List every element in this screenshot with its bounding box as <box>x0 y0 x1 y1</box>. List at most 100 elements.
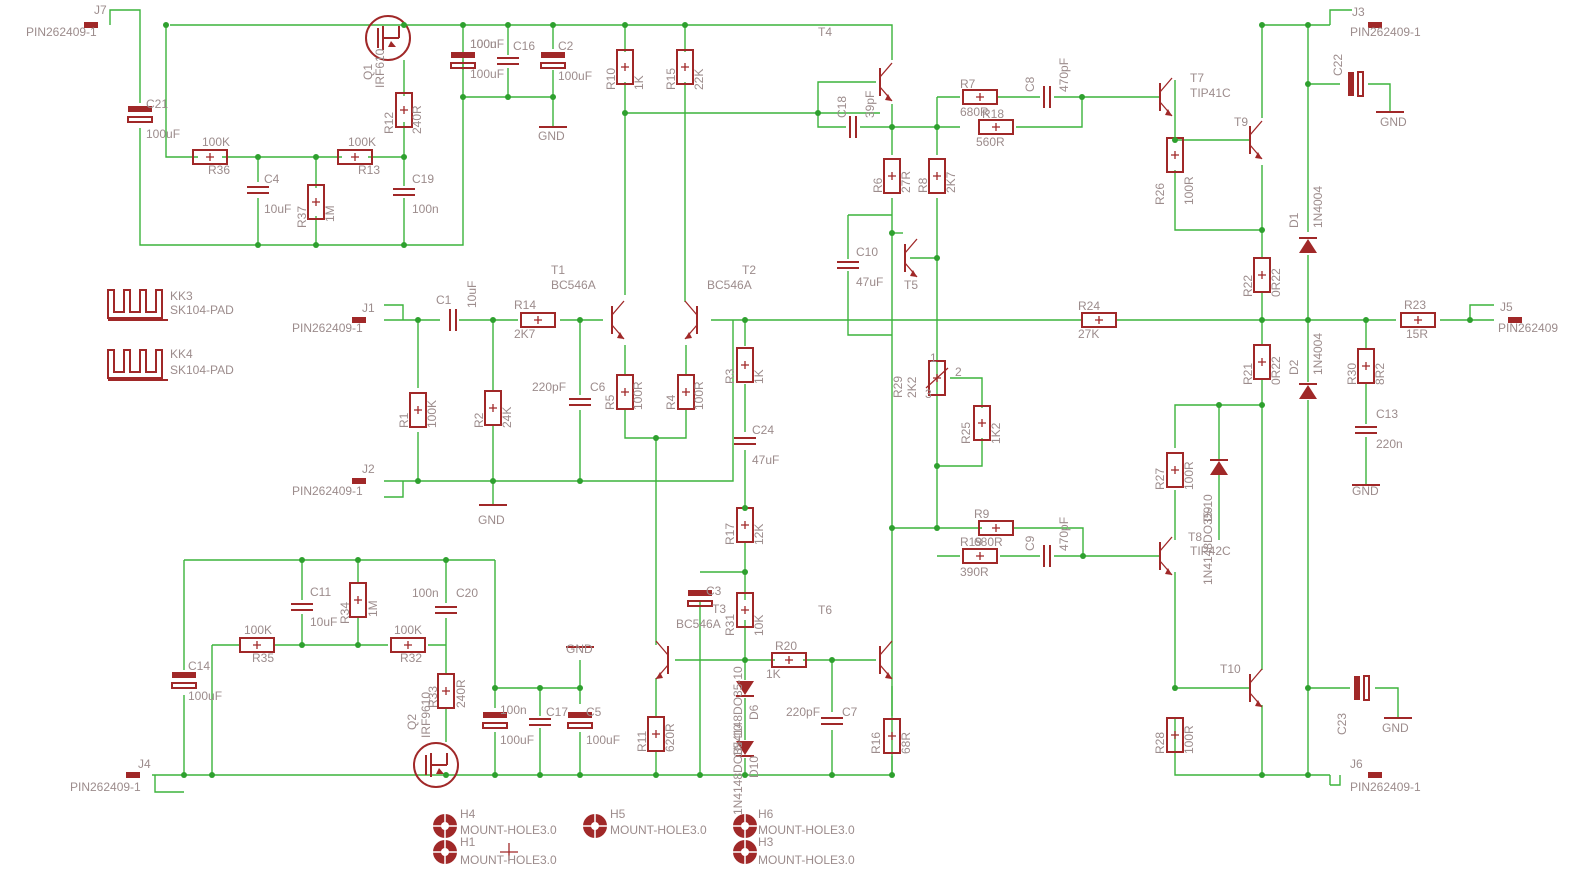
r8-value-label: 2K7 <box>944 171 958 193</box>
t7-value-label: TIP41C <box>1190 86 1231 100</box>
junction-dot <box>1305 81 1311 87</box>
c9-value-label: 470pF <box>1057 517 1071 551</box>
resistor-body <box>520 312 556 328</box>
resistor-body <box>1357 348 1375 384</box>
capacitor <box>247 186 269 194</box>
transistor-arrow <box>1165 109 1172 116</box>
c20-value-label: 100n <box>412 586 439 600</box>
r23-value-label: 15R <box>1406 327 1428 341</box>
h4-ref-label: H4 <box>460 807 476 821</box>
resistor-body <box>962 548 998 564</box>
c5-value-label: 100uF <box>586 733 620 747</box>
c16-ref-label: C16 <box>513 39 535 53</box>
junction-dot <box>1216 402 1222 408</box>
junction-dot <box>460 94 466 100</box>
transistor-arrow <box>685 332 692 339</box>
junction-dot <box>829 657 835 663</box>
junction-dot <box>492 685 498 691</box>
junction-dot <box>1467 317 1473 323</box>
resistor-mark <box>400 106 408 114</box>
d9-value-label: 1N4148DO35-10 <box>1201 494 1215 585</box>
r11-value-label: 620R <box>663 723 677 752</box>
heatsink <box>107 289 168 321</box>
c6-value-label: 220pF <box>532 380 566 394</box>
r16-ref-label: R16 <box>869 732 883 754</box>
mosfet-arrow <box>388 41 396 47</box>
resistor-mark <box>489 404 497 412</box>
electrolytic-cap <box>568 712 592 718</box>
resistor <box>307 184 325 220</box>
connector-pin <box>352 478 366 484</box>
resistor-mark <box>621 63 629 71</box>
resistor-body <box>307 184 325 220</box>
electrolytic-cap <box>1354 676 1360 700</box>
c13-value-label: 220n <box>1376 437 1403 451</box>
junction-dot <box>577 685 583 691</box>
resistor-body <box>978 119 1014 135</box>
junction-dot <box>415 478 421 484</box>
junction-dot <box>1363 317 1369 323</box>
wires <box>109 9 1494 793</box>
diode <box>736 741 754 755</box>
resistor <box>1253 257 1271 293</box>
resistor <box>520 312 556 328</box>
transistor-arrow <box>617 332 624 339</box>
r4-value-label: 100R <box>692 381 706 410</box>
junction-dot <box>443 772 449 778</box>
capacitor <box>497 57 519 65</box>
capacitor <box>435 606 457 614</box>
junction-dot <box>492 772 498 778</box>
junction-dot <box>255 242 261 248</box>
c23-ref-label: C23 <box>1335 713 1349 735</box>
junction-dot <box>1259 227 1265 233</box>
resistor <box>736 592 754 628</box>
r23-ref-label: R23 <box>1404 298 1426 312</box>
r7-ref-label: R7 <box>960 77 976 91</box>
r25-value-label: 1K2 <box>989 422 1003 444</box>
resistor-body <box>676 49 694 85</box>
resistor <box>395 92 413 128</box>
resistor-mark <box>888 732 896 740</box>
j6-ref-label: J6 <box>1350 757 1363 771</box>
junction-dot <box>829 772 835 778</box>
heatsink <box>107 349 168 381</box>
r37-value-label: 1M <box>323 205 337 222</box>
transistor-leads <box>1249 120 1263 160</box>
resistor <box>676 49 694 85</box>
electrolytic-cap <box>483 712 507 718</box>
r9-ref-label: R9 <box>974 507 990 521</box>
c17-ref-label: C17 <box>546 705 568 719</box>
resistor-mark <box>992 123 1000 131</box>
resistor-mark <box>1171 731 1179 739</box>
mosfet-ring <box>413 742 459 788</box>
resistor <box>616 374 634 410</box>
r31-value-label: 10K <box>752 615 766 636</box>
junction-dot <box>934 525 940 531</box>
capacitor <box>849 116 857 138</box>
junction-dot <box>355 642 361 648</box>
resistor <box>973 405 991 441</box>
j1-ref-label: J1 <box>362 301 375 315</box>
resistor-body <box>1253 344 1271 380</box>
h3-value-label: MOUNT-HOLE3.0 <box>758 853 855 867</box>
resistor-mark <box>621 388 629 396</box>
transistor-leads <box>655 640 669 680</box>
resistor <box>337 149 373 165</box>
c4-ref-label: C4 <box>264 172 280 186</box>
c20-ref-label: C20 <box>456 586 478 600</box>
junction-dot <box>577 478 583 484</box>
resistor <box>962 548 998 564</box>
d1-ref-label: D1 <box>1287 212 1301 228</box>
r15-value-label: 22K <box>692 69 706 90</box>
r1-ref-label: R1 <box>397 412 411 428</box>
r26-value-label: 100R <box>1182 176 1196 205</box>
junction-dot <box>181 772 187 778</box>
r6-value-label: 27R <box>899 171 913 193</box>
mount-hole-center <box>741 822 749 830</box>
resistor-mark <box>206 153 214 161</box>
d1-value-label: 1N4004 <box>1311 186 1325 228</box>
kk4-value-label: SK104-PAD <box>170 363 234 377</box>
c22-ref-label: C22 <box>1331 54 1345 76</box>
r6-ref-label: R6 <box>871 177 885 193</box>
